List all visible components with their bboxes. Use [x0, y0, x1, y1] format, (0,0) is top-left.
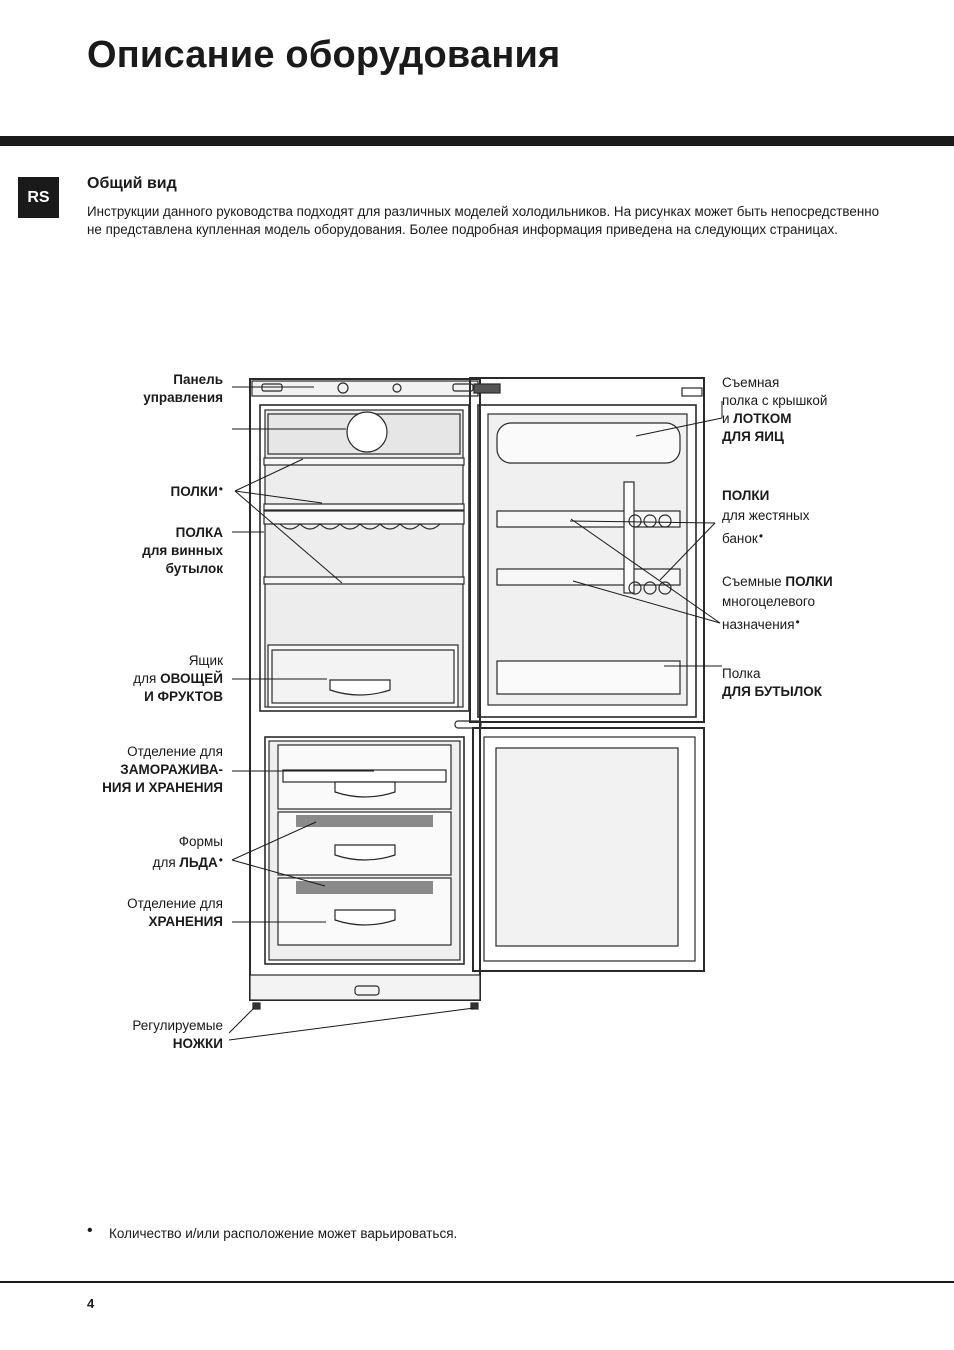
control-knob-icon: [337, 382, 349, 394]
label-line: ПОЛКИ: [722, 488, 770, 503]
label-storage: Отделение для ХРАНЕНИЯ: [127, 895, 223, 931]
label-line: ПОЛКИ: [170, 484, 218, 499]
bullet-icon: •: [795, 615, 800, 629]
label-crisper: Ящик для ОВОЩЕЙ И ФРУКТОВ: [133, 652, 223, 706]
label-line: ЛОТКОМ: [733, 411, 792, 426]
label-bottle-shelf: Полка ДЛЯ БУТЫЛОК: [722, 665, 822, 701]
label-line: многоцелевого: [722, 594, 816, 609]
top-divider: [0, 136, 954, 146]
label-control-panel: Панель управления: [143, 371, 223, 407]
label-can-shelves: ПОЛКИ для жестяных банок•: [722, 486, 810, 549]
label-line: Отделение для: [127, 744, 223, 759]
label-line: полка с крышкой: [722, 393, 828, 408]
wine-rack: [263, 510, 465, 525]
egg-shelf: [496, 422, 681, 464]
label-line: ЛЬДА: [179, 855, 218, 870]
label-line: для винных: [142, 543, 223, 558]
shelf: [263, 503, 465, 511]
light-icon: [346, 411, 388, 453]
label-line: ХРАНЕНИЯ: [148, 914, 223, 929]
adjustable-foot: [252, 1002, 261, 1010]
shelf: [263, 576, 465, 585]
freezer-compartment: [264, 736, 465, 965]
label-line: Регулируемые: [132, 1018, 223, 1033]
can-shelf: [496, 510, 681, 528]
label-line: Съемные: [722, 574, 786, 589]
footnote-text: Количество и/или расположение может варь…: [109, 1226, 458, 1241]
label-feet: Регулируемые НОЖКИ: [132, 1017, 223, 1053]
label-line: банок: [722, 531, 758, 546]
bullet-icon: •: [218, 853, 223, 867]
label-ice-trays: Формы для ЛЬДА•: [153, 833, 223, 872]
label-shelves: ПОЛКИ•: [171, 480, 224, 501]
freezer-door: [472, 727, 705, 972]
label-line: ПОЛКИ: [785, 574, 833, 589]
section-title: Общий вид: [87, 175, 177, 192]
label-line: ОВОЩЕЙ: [160, 671, 223, 686]
page-title: Описание оборудования: [87, 34, 561, 76]
label-line: ДЛЯ БУТЫЛОК: [722, 684, 822, 699]
label-line: Ящик: [188, 653, 223, 668]
label-line: Отделение для: [127, 896, 223, 911]
label-line: ДЛЯ ЯИЦ: [722, 429, 784, 444]
label-egg-shelf: Съемная полка с крышкой и ЛОТКОМ ДЛЯ ЯИЦ: [722, 374, 827, 446]
label-line: НИЯ И ХРАНЕНИЯ: [102, 780, 223, 795]
label-line: И ФРУКТОВ: [144, 689, 223, 704]
label-wine-shelf: ПОЛКА для винных бутылок: [142, 524, 223, 578]
label-multi-shelves: Съемные ПОЛКИ многоцелевого назначения•: [722, 572, 833, 635]
label-line: Съемная: [722, 375, 780, 390]
label-line: для жестяных: [722, 508, 810, 523]
label-line: для: [152, 855, 180, 870]
fridge-door: [469, 377, 705, 723]
bottle-shelf: [496, 660, 681, 695]
intro-paragraph: Инструкции данного руководства подходят …: [87, 204, 880, 237]
label-line: управления: [143, 390, 223, 405]
language-badge: RS: [18, 177, 59, 218]
label-line: назначения: [722, 617, 795, 632]
label-line: НОЖКИ: [172, 1036, 223, 1051]
adjustable-foot: [470, 1002, 479, 1010]
label-line: ПОЛКА: [175, 525, 223, 540]
label-line: Панель: [173, 372, 223, 387]
label-line: и: [722, 411, 734, 426]
label-line: ЗАМОРАЖИВА-: [120, 762, 223, 777]
bullet-icon: •: [758, 529, 764, 543]
plinth: [249, 974, 481, 1001]
label-freezer: Отделение для ЗАМОРАЖИВА- НИЯ И ХРАНЕНИЯ: [102, 743, 223, 797]
bullet-icon: •: [87, 1222, 93, 1239]
label-line: Формы: [178, 834, 223, 849]
label-line: для: [133, 671, 161, 686]
bottom-divider: [0, 1281, 954, 1283]
bullet-icon: •: [218, 482, 223, 496]
page-number: 4: [87, 1296, 95, 1311]
control-panel: [251, 380, 479, 397]
label-line: Полка: [722, 666, 761, 681]
shelf: [263, 457, 465, 466]
label-line: бутылок: [165, 561, 223, 576]
